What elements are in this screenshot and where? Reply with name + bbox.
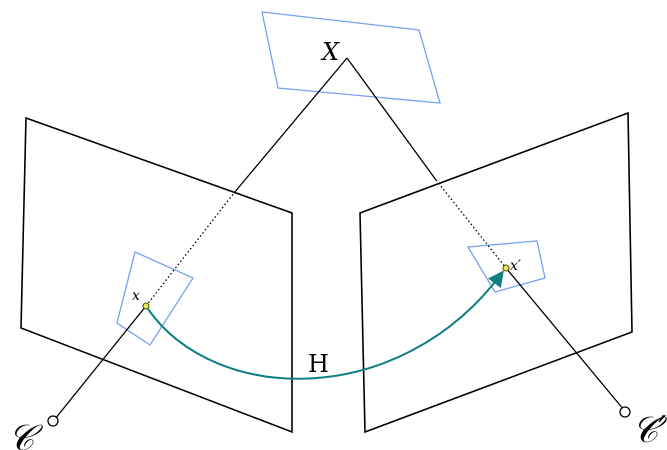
right-image-point-label: x′ bbox=[510, 258, 522, 274]
right-image-point bbox=[502, 264, 510, 272]
homography-label: H bbox=[308, 350, 329, 378]
left-camera-center bbox=[47, 415, 59, 427]
left-image-point bbox=[142, 302, 150, 310]
right-image-plane bbox=[359, 111, 633, 434]
right-ray-dotted bbox=[435, 179, 507, 269]
left-camera-label: 𝒞 bbox=[8, 418, 44, 450]
left-ray-upper bbox=[233, 57, 348, 194]
left-ray-lower bbox=[54, 305, 147, 420]
left-plane-patch bbox=[116, 251, 194, 346]
homography-arrow bbox=[147, 270, 504, 380]
world-point-label: X bbox=[320, 38, 340, 66]
left-image-plane bbox=[20, 116, 293, 434]
left-ray-dotted bbox=[145, 192, 235, 307]
left-image-point-label: x bbox=[132, 288, 140, 304]
right-ray-lower bbox=[505, 267, 625, 411]
right-ray-upper bbox=[346, 57, 437, 181]
scene-plane bbox=[261, 11, 441, 104]
right-plane-patch bbox=[466, 240, 546, 293]
right-camera-label: 𝒞′ bbox=[632, 410, 667, 450]
right-camera-center bbox=[619, 406, 631, 418]
